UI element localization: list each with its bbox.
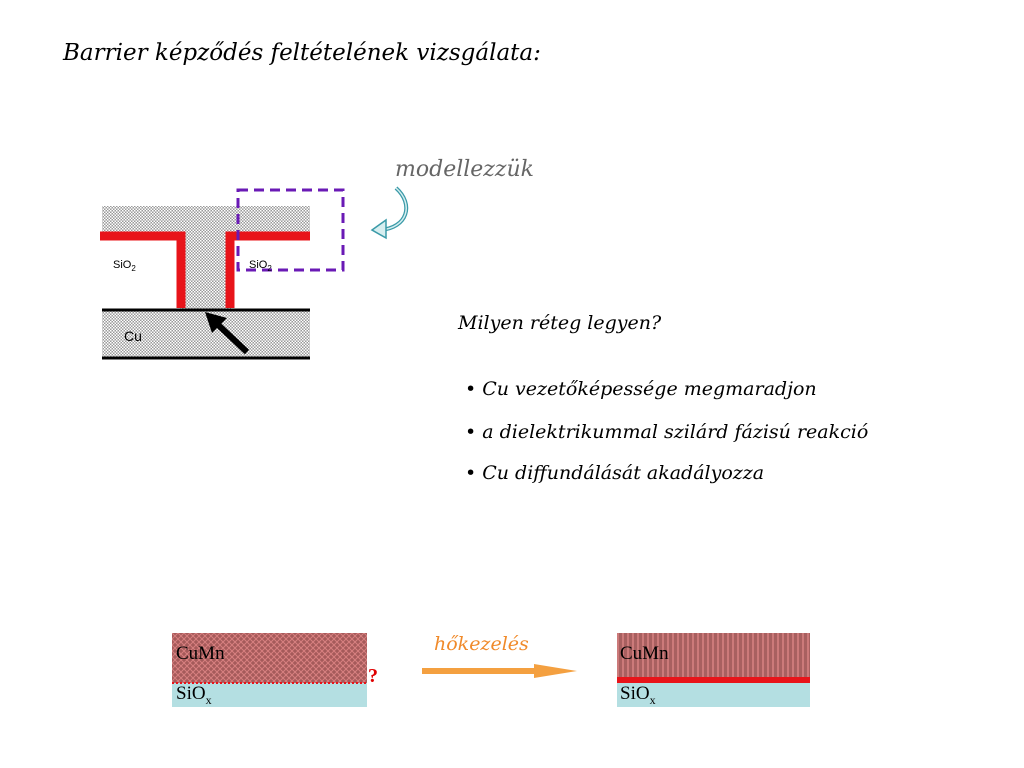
page-title: Barrier képződés feltételének vizsgálata… [63, 40, 541, 66]
top-metal-layer [102, 206, 310, 234]
bullet-diffusion-barrier: • Cu diffundálását akadályozza [465, 462, 765, 484]
cumn-label-after: CuMn [620, 643, 669, 664]
model-region-box [236, 188, 345, 272]
annealing-arrow [422, 664, 577, 678]
cumn-label-before: CuMn [176, 643, 225, 664]
cumn-layer-before [172, 633, 367, 683]
model-label: modellezzük [395, 157, 534, 182]
diffusion-arrow [212, 319, 250, 355]
barrier-liner-right [225, 231, 310, 308]
cumn-layer-after [617, 633, 810, 677]
model-curved-arrow [370, 186, 409, 240]
bullet-solid-state-reaction: • a dielektrikummal szilárd fázisú reakc… [465, 421, 869, 443]
before-stack [172, 633, 367, 707]
siox-layer-after [617, 683, 810, 707]
after-stack [617, 633, 810, 707]
via-fill [180, 234, 231, 310]
sio2-left-label: SiO2 [113, 259, 136, 274]
barrier-liner-left [100, 231, 186, 308]
siox-label-before: SiOx [176, 683, 212, 707]
barrier-layer-after [617, 677, 810, 683]
annealing-label: hőkezelés [434, 633, 529, 655]
siox-layer-before [172, 683, 367, 707]
sio2-right-label: SiO2 [249, 259, 272, 274]
cu-layer [102, 310, 310, 358]
question-mark: ? [368, 665, 378, 687]
siox-label-after: SiOx [620, 683, 656, 707]
question-text: Milyen réteg legyen? [458, 312, 662, 334]
bullet-conductivity: • Cu vezetőképessége megmaradjon [465, 378, 817, 400]
cu-label: Cu [124, 328, 142, 344]
cross-section-diagram [100, 188, 345, 360]
